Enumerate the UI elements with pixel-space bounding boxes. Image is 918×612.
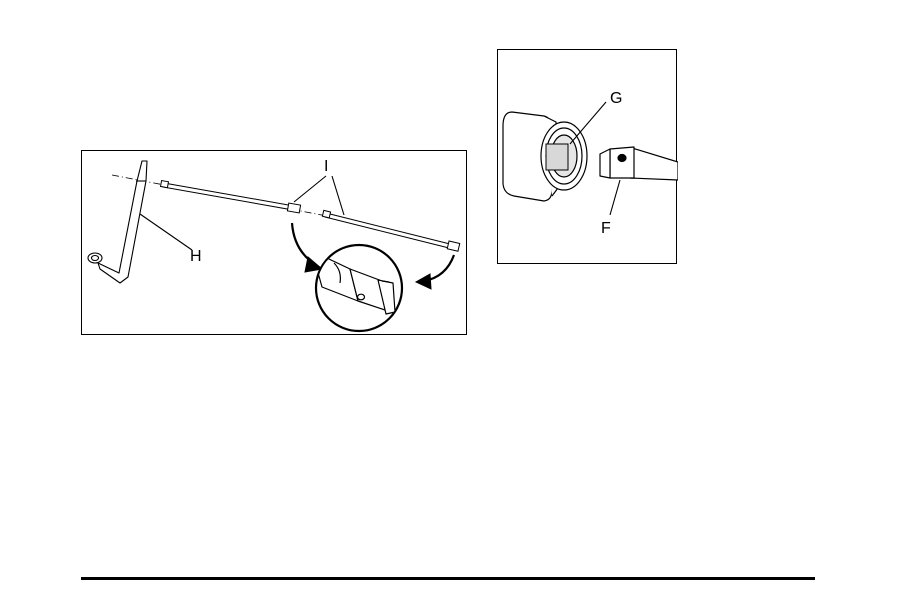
- page-footer-rule: [81, 577, 815, 580]
- callout-h: H: [190, 248, 202, 265]
- rods-leader-lines: [294, 176, 344, 215]
- handle-leader-line: [140, 214, 192, 250]
- jack-handle: [88, 161, 147, 283]
- callout-g: G: [610, 90, 622, 107]
- rod-end-detail-inset: [312, 245, 402, 331]
- spindle-leader-line: [570, 102, 606, 144]
- extension-rod-lower: [322, 210, 459, 251]
- callout-f: F: [601, 220, 611, 237]
- jack-handle-rods-figure: H I: [81, 150, 467, 335]
- jack-spindle-figure: G F: [497, 49, 677, 264]
- extension-rod-upper: [161, 181, 301, 213]
- rod-end-leader-line: [610, 180, 620, 215]
- jack-spindle-illustration: G F: [498, 50, 678, 265]
- extension-rod-end: [600, 147, 678, 180]
- callout-i: I: [324, 158, 328, 175]
- jack-handle-rods-illustration: H I: [82, 151, 468, 336]
